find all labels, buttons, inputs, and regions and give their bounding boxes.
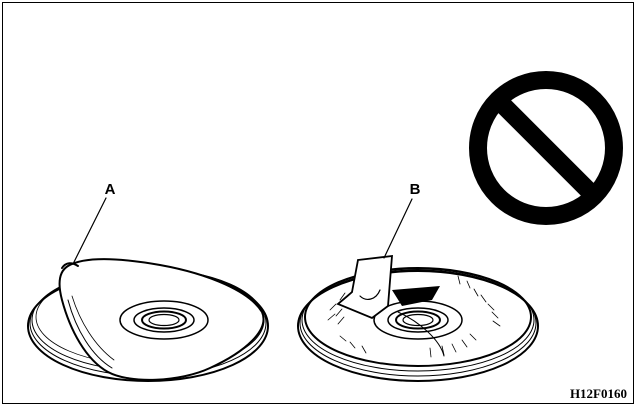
- prohibition-icon: [478, 80, 614, 216]
- callout-label-a: A: [105, 181, 116, 198]
- disc-a: [28, 198, 268, 381]
- callout-label-b: B: [410, 181, 421, 198]
- figure-code: H12F0160: [570, 386, 627, 401]
- disc-b: [298, 199, 538, 381]
